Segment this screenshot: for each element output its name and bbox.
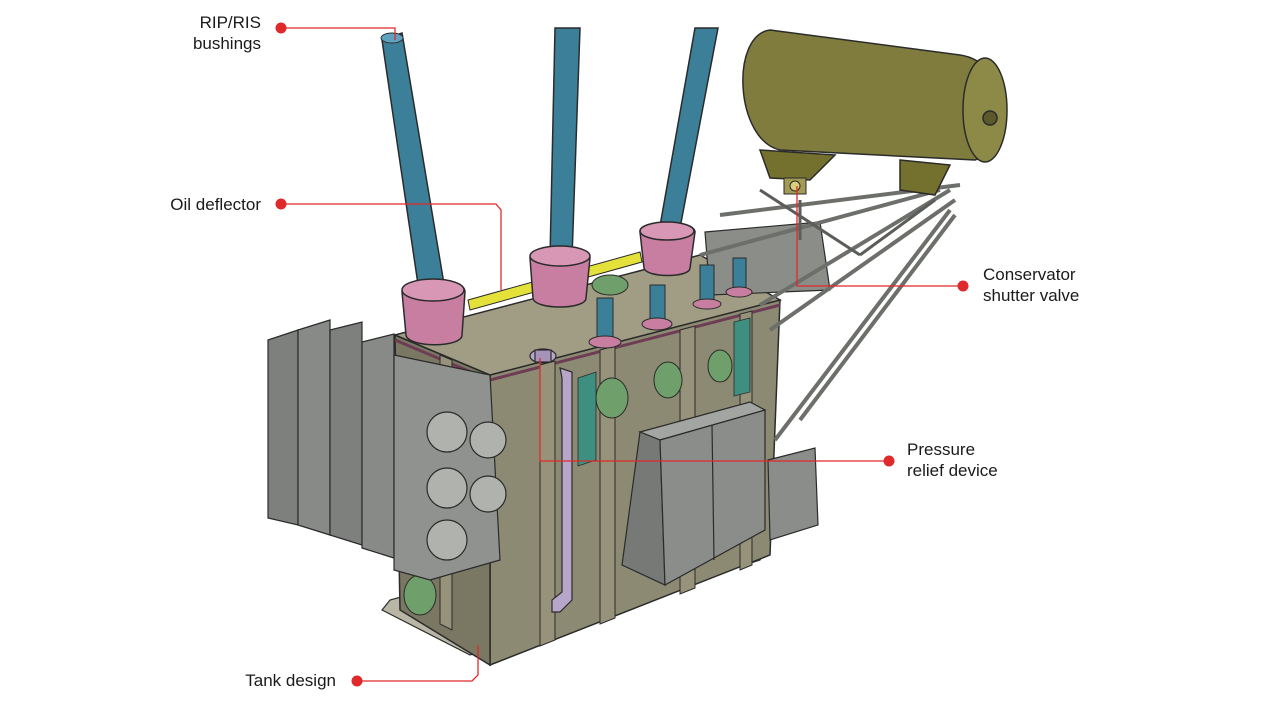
callout-dots [275,22,969,687]
dot-conservator-shutter-valve [957,280,969,292]
inspection-windows [403,274,733,616]
label-conservator-shutter-valve-line2: shutter valve [983,286,1080,305]
leader-oil-deflector [281,203,502,290]
neutral-bushing-flanges [588,286,753,349]
cooling-fans [426,411,507,561]
bushing-top-cap [380,32,404,44]
label-oil-deflector-line1: Oil deflector [170,195,261,214]
dot-pressure-relief-device [883,455,895,467]
label-tank-design-line1: Tank design [245,671,336,690]
tap-changer-housing [704,221,831,296]
leader-tank-design [357,645,479,682]
label-oil-deflector: Oil deflector [170,194,261,215]
auxiliary-cabinet [767,447,819,541]
label-conservator-shutter-valve: Conservator shutter valve [983,264,1079,306]
conservator-tank [742,29,1008,196]
pressure-relief-device [529,348,573,613]
neutral-bushings [596,257,747,339]
shutter-valve [783,177,807,195]
label-pressure-relief-device: Pressure relief device [907,439,998,481]
dot-tank-design [351,675,363,687]
conservator-support-frame [759,188,936,257]
bushings [381,27,719,299]
label-rip-ris-bushings: RIP/RIS bushings [193,12,261,54]
callout-leaders [281,27,963,682]
label-pressure-relief-device-line1: Pressure [907,440,976,459]
dot-rip-ris-bushings [275,22,287,34]
dot-oil-deflector [275,198,287,210]
label-pressure-relief-device-line2: relief device [907,461,998,480]
bushing-flanges [401,221,696,346]
label-rip-ris-bushings-line1: RIP/RIS [199,13,261,32]
leader-pressure-relief-device [539,358,889,462]
label-tank-design: Tank design [245,670,336,691]
cooler-strips [577,317,751,467]
label-rip-ris-bushings-line2: bushings [192,34,261,53]
label-conservator-shutter-valve-line1: Conservator [983,265,1076,284]
leader-conservator-shutter-valve [796,186,963,287]
leader-rip-ris-bushings [281,27,396,40]
control-cabinet [621,401,767,586]
